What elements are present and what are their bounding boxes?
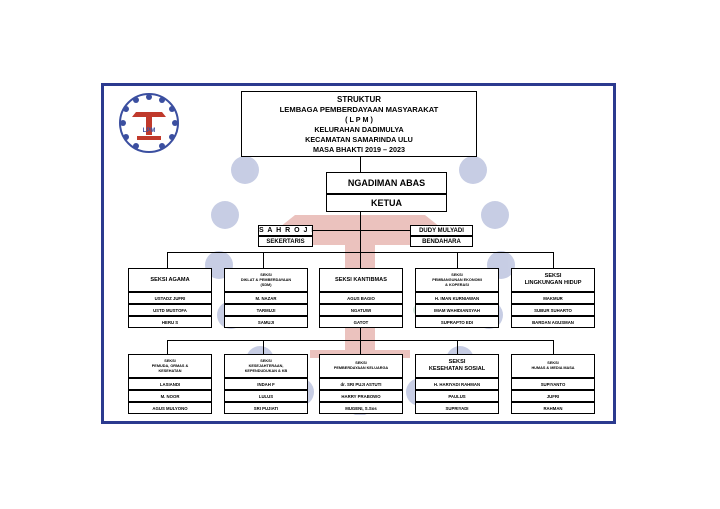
connector-line [167, 252, 168, 268]
member-name: SUPRIYADI [415, 402, 499, 414]
member-name: HARRY PRABOWO [319, 390, 403, 402]
connector-line [360, 157, 361, 172]
section-heading-line: SEKSI [260, 272, 272, 277]
section-heading-line: SEKSI KANTIBMAS [335, 276, 387, 283]
title-line-6: MASA BHAKTI 2019 – 2023 [312, 145, 405, 154]
connector-line [457, 252, 458, 268]
section-heading: SEKSI AGAMA [128, 268, 212, 292]
section-heading-line: SEKSI [355, 361, 367, 365]
member-name: GATOT [319, 316, 403, 328]
member-name: USTADZ JUFRI [128, 292, 212, 304]
member-name: NGATUWI [319, 304, 403, 316]
connector-line [313, 230, 410, 231]
member-name: USTD MUSTOFA [128, 304, 212, 316]
member-name: AGUS MULYONO [128, 402, 212, 414]
member-name: MUGENI, S.Sos [319, 402, 403, 414]
section-heading-line: & KOPERASI [445, 282, 469, 287]
section-heading-line: KESEHATAN SOSIAL [428, 366, 486, 372]
member-name: INDAH F [224, 378, 308, 390]
member-name: SUBUR SUHARTO [511, 304, 595, 316]
connector-line [553, 252, 554, 268]
chair-role: KETUA [326, 194, 447, 212]
section-heading-line: LINGKUNGAN HIDUP [524, 280, 582, 286]
member-name: RAHMAN [511, 402, 595, 414]
connector-line [167, 340, 168, 354]
member-name: JUFRI [511, 390, 595, 402]
connector-line [167, 252, 554, 253]
connector-line [167, 340, 554, 341]
treasurer-role: BENDAHARA [410, 236, 473, 247]
section-heading-line: SEKSI AGAMA [150, 276, 190, 283]
connector-line [263, 252, 264, 268]
title-line-3: ( L P M ) [345, 115, 373, 124]
section-heading-line: HUMAS & MEDIA MASA [531, 366, 575, 370]
section-heading-line: SEKSI [164, 358, 176, 363]
member-name: H. HARIYADI RAHMAN [415, 378, 499, 390]
connector-line [553, 340, 554, 354]
member-name: LASIANDI [128, 378, 212, 390]
section-heading-line: KESEHATAN [158, 368, 182, 373]
section-heading-line: SEKSI [448, 359, 466, 365]
section-heading-line: DIKLAT & PEMBERDAYAAN [240, 277, 292, 282]
section-heading-line: SEKSI [260, 358, 272, 363]
member-name: SUPIYANTO [511, 378, 595, 390]
section-heading-line: PEMBANGUNAN EKONOMI [432, 277, 482, 282]
member-name: IMAM WAHIDIANSYAH [415, 304, 499, 316]
logo-text: LPM [143, 128, 156, 134]
section-heading-line: KEPENDUDUKAN & KB [244, 368, 288, 373]
chart-title: STRUKTUR LEMBAGA PEMBERDAYAAN MASYARAKAT… [241, 91, 477, 157]
member-name: SUPRAPTO EDI [415, 316, 499, 328]
treasurer-name: DUDY MULYADI [410, 225, 473, 236]
member-name: BARDAN AGUSMAN [511, 316, 595, 328]
member-name: AGUS BAGIO [319, 292, 403, 304]
section-heading-line: SEKSI [451, 272, 463, 277]
section-heading-line: KESEJAHTERAAN, [248, 363, 284, 368]
page-frame [101, 83, 616, 424]
member-name: PAULUS [415, 390, 499, 402]
title-line-5: KECAMATAN SAMARINDA ULU [305, 135, 413, 144]
lpm-emblem-icon: LPM [119, 93, 179, 153]
connector-line [457, 340, 458, 354]
section-heading: SEKSI KANTIBMAS [319, 268, 403, 292]
member-name: SAMUJI [224, 316, 308, 328]
member-name: TARMUJI [224, 304, 308, 316]
member-name: HERU S [128, 316, 212, 328]
secretary-role: SEKERTARIS [258, 236, 313, 247]
secretary-name: S A H R O J I [258, 225, 313, 236]
title-line-2: LEMBAGA PEMBERDAYAAN MASYARAKAT [279, 105, 439, 114]
member-name: H. IMAN KURNIAWAN [415, 292, 499, 304]
section-heading-line: SEKSI [547, 361, 559, 365]
member-name: SRI PUJIATI [224, 402, 308, 414]
chair-name: NGADIMAN ABAS [326, 172, 447, 194]
connector-line [263, 340, 264, 354]
section-heading-line: SEKSI [544, 273, 562, 279]
section-heading-line: PEMUDA, ORMAS & [151, 363, 189, 368]
title-line-1: STRUKTUR [337, 95, 381, 104]
title-line-4: KELURAHAN DADIMULYA [314, 125, 404, 134]
member-name: MAKMUR [511, 292, 595, 304]
member-name: M. NOOR [128, 390, 212, 402]
member-name: M. NAZAR [224, 292, 308, 304]
member-name: dr. SRI PUJI ASTUTI [319, 378, 403, 390]
member-name: LULUS [224, 390, 308, 402]
section-heading-line: (SDM) [260, 282, 272, 287]
section-heading-line: PEMBERDAYAAN KELUARGA [333, 366, 389, 370]
